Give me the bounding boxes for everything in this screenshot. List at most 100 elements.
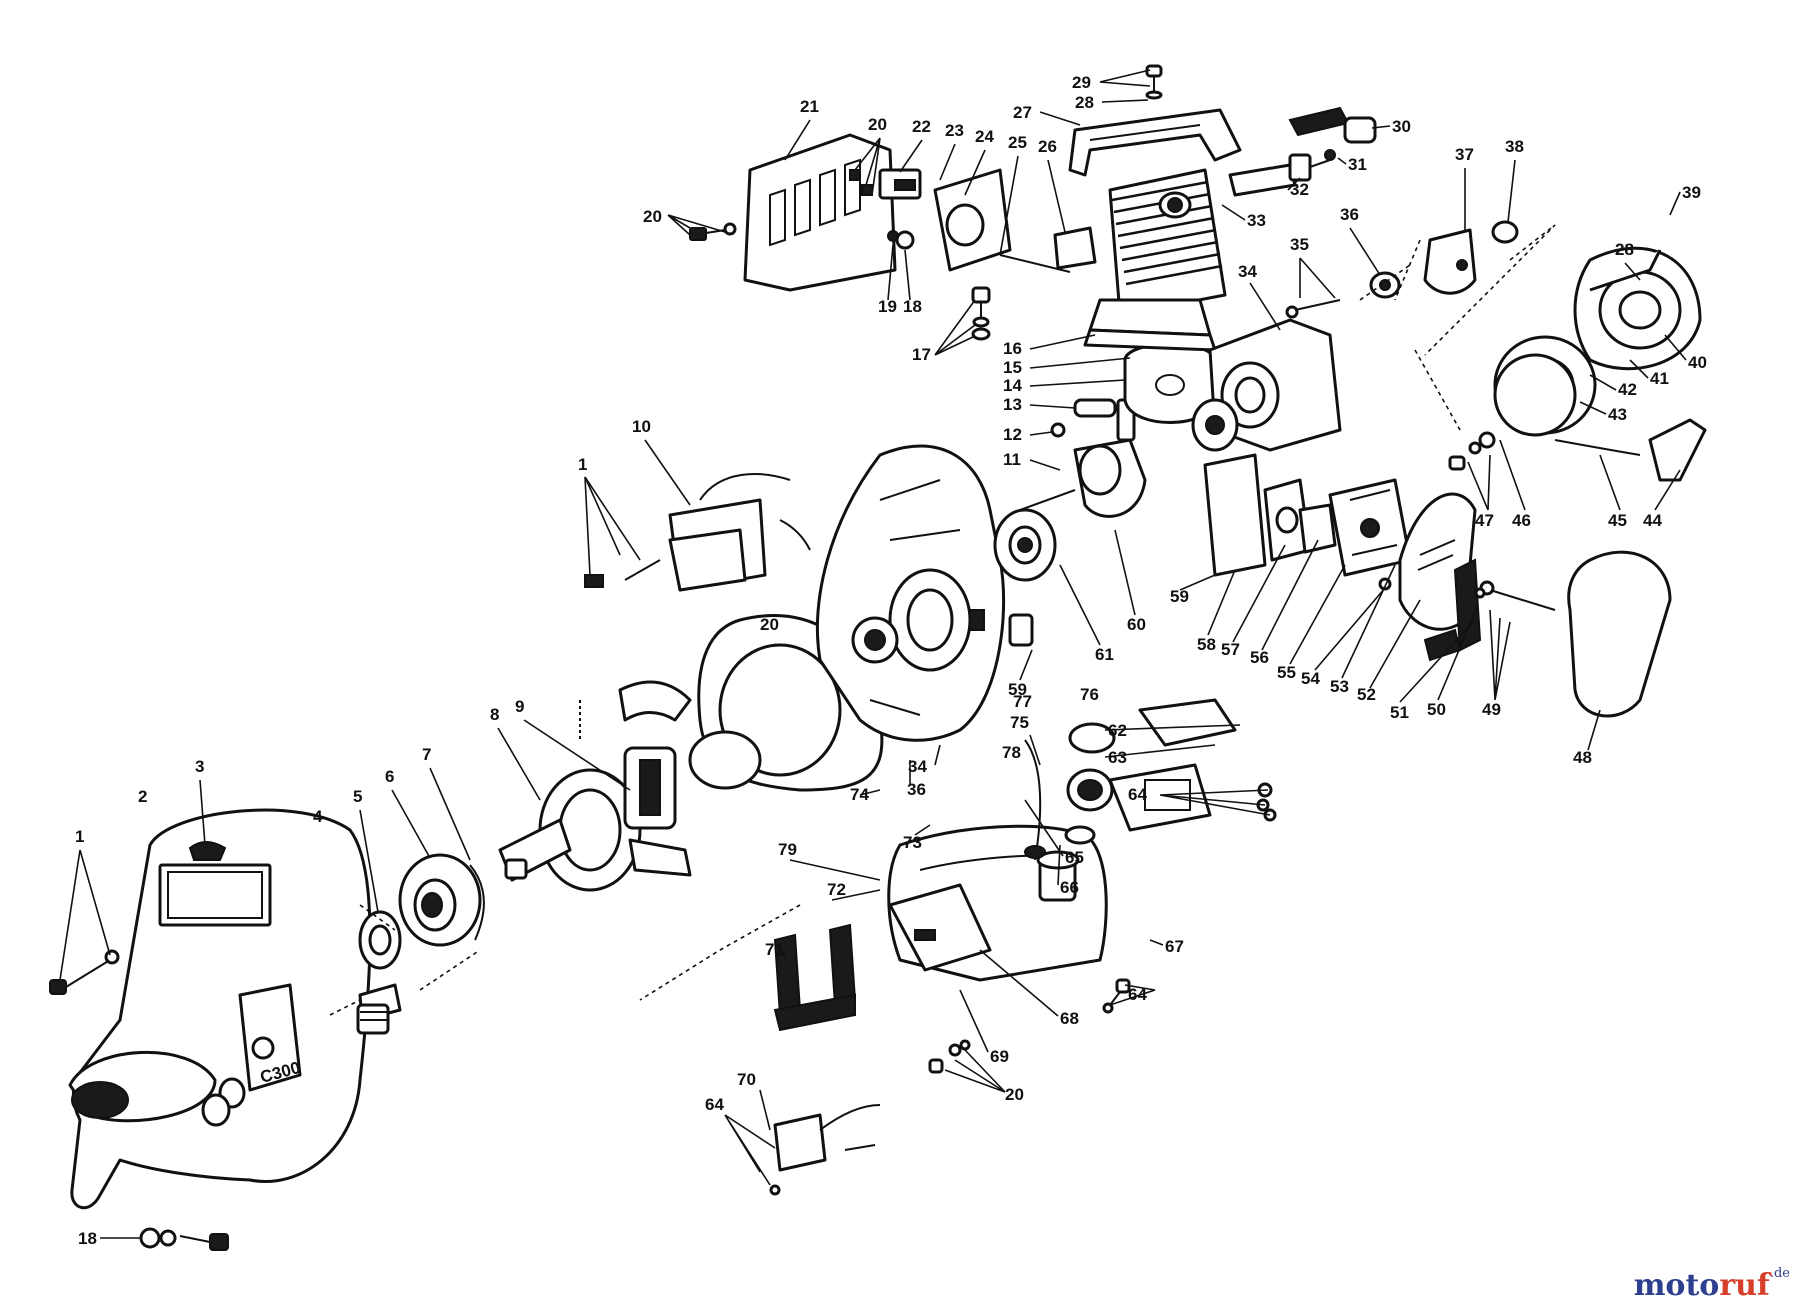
callout-label: 44 (1643, 511, 1662, 530)
bolt-88-part (139, 1227, 229, 1251)
callout-label: 47 (1475, 511, 1494, 530)
guard-grid-part (773, 923, 857, 1032)
callout-labels: 1 1 2 3 4 5 6 7 8 9 10 11 12 13 14 15 16… (59, 69, 1707, 1248)
callout-label: 74 (850, 785, 869, 804)
callout-label: 5 (353, 787, 362, 806)
callout-label: 29 (1072, 73, 1091, 92)
callout-label: 34 (908, 757, 927, 776)
mount-bracket-part (1108, 698, 1277, 832)
callout-label: 11 (1003, 450, 1021, 469)
crankcase-part (816, 444, 1034, 742)
seal-5-inner (368, 924, 392, 956)
callout-label: 59 (1008, 680, 1027, 699)
bracket-27-part (1068, 108, 1242, 177)
callout-label: 38 (1505, 137, 1524, 156)
tank-cover-part (888, 883, 992, 972)
fuel-line-part (1024, 739, 1046, 861)
callout-label: 27 (1013, 103, 1032, 122)
callout-label: 69 (990, 1047, 1009, 1066)
callout-label: 13 (1003, 395, 1022, 414)
callout-label: 56 (1250, 648, 1269, 667)
callout-label: 24 (975, 127, 994, 146)
clutch-spring-part (579, 680, 711, 877)
callout-label: 68 (1060, 1009, 1079, 1028)
callout-label: 76 (1080, 685, 1099, 704)
screws-20-lower-part (928, 1039, 971, 1074)
callout-label: 73 (903, 833, 922, 852)
callout-label: 43 (1608, 405, 1627, 424)
callout-label: 45 (1608, 511, 1627, 530)
callout-label: 59 (1170, 587, 1189, 606)
callout-label: 33 (1247, 211, 1266, 230)
callout-label: 36 (907, 780, 926, 799)
spark-plug-part (1228, 106, 1377, 197)
crankcase-right-part (1191, 318, 1342, 452)
callout-label: 48 (1573, 748, 1592, 767)
alignment-lines (329, 224, 1556, 1016)
callout-label: 25 (1008, 133, 1027, 152)
starter-cup-part (356, 983, 402, 1035)
callout-label: 41 (1650, 369, 1669, 388)
watermark-logo: motoruf.de (1634, 1266, 1790, 1303)
callout-label: 64 (705, 1095, 724, 1114)
rewind-pulley-part (1493, 335, 1597, 437)
reed-gasket-part (1203, 453, 1337, 577)
callout-label: 77 (1013, 692, 1032, 711)
callout-label: 19 (878, 297, 897, 316)
callout-label: 28 (1615, 240, 1634, 259)
callout-label: 67 (1165, 937, 1184, 956)
callout-label: 36 (1340, 205, 1359, 224)
callout-label: 20 (868, 115, 887, 134)
callout-label: 1 (75, 827, 84, 846)
callout-label: 40 (1688, 353, 1707, 372)
callout-label: 62 (1108, 721, 1127, 740)
clutch-assembly-part (498, 768, 642, 892)
callout-label: 53 (1330, 677, 1349, 696)
callout-label: 28 (1075, 93, 1094, 112)
callout-label: 63 (1108, 748, 1127, 767)
callout-label: 65 (1065, 848, 1084, 867)
callout-label: 39 (1682, 183, 1701, 202)
callout-label: 54 (1301, 669, 1320, 688)
callout-label: 23 (945, 121, 964, 140)
callout-label: 35 (1290, 235, 1309, 254)
callout-label: 70 (737, 1070, 756, 1089)
callout-label: 9 (515, 697, 524, 716)
callout-label: 22 (912, 117, 931, 136)
washers-46-part (1448, 431, 1496, 471)
callout-label: 75 (1010, 713, 1029, 732)
callout-label: 20 (760, 615, 779, 634)
callout-label: 6 (385, 767, 394, 786)
callout-label: 17 (912, 345, 931, 364)
callout-label: 50 (1427, 700, 1446, 719)
callout-label: 12 (1003, 425, 1022, 444)
fan-housing-part: C300 (68, 808, 372, 1209)
callout-label: 52 (1357, 685, 1376, 704)
callout-label: 66 (1060, 878, 1079, 897)
watermark-part1: moto (1633, 1268, 1720, 1303)
callout-label: 57 (1221, 640, 1240, 659)
callout-label: 61 (1095, 645, 1114, 664)
muffler-cover-part (743, 133, 897, 292)
cylinder-part (1083, 168, 1227, 352)
callout-label: 51 (1390, 703, 1409, 722)
watermark-part2: ruf (1719, 1268, 1770, 1303)
clutch-drum-part (398, 853, 485, 947)
callout-label: 58 (1197, 635, 1216, 654)
air-cover-part (1474, 550, 1672, 718)
callout-label: 55 (1277, 663, 1296, 682)
callout-label: 21 (800, 97, 819, 116)
callout-label: 7 (422, 745, 431, 764)
callout-label: 49 (1482, 700, 1501, 719)
callout-label: 16 (1003, 339, 1022, 358)
callout-label: 18 (78, 1229, 97, 1248)
callout-label: 78 (1002, 743, 1021, 762)
callout-label: 1 (578, 455, 587, 474)
ignition-coil-part (769, 1104, 881, 1196)
callout-label: 34 (1238, 262, 1257, 281)
callout-label: 71 (765, 940, 784, 959)
callout-label: 8 (490, 705, 499, 724)
callout-label: 64 (1128, 785, 1147, 804)
screw-17-part (971, 286, 991, 341)
